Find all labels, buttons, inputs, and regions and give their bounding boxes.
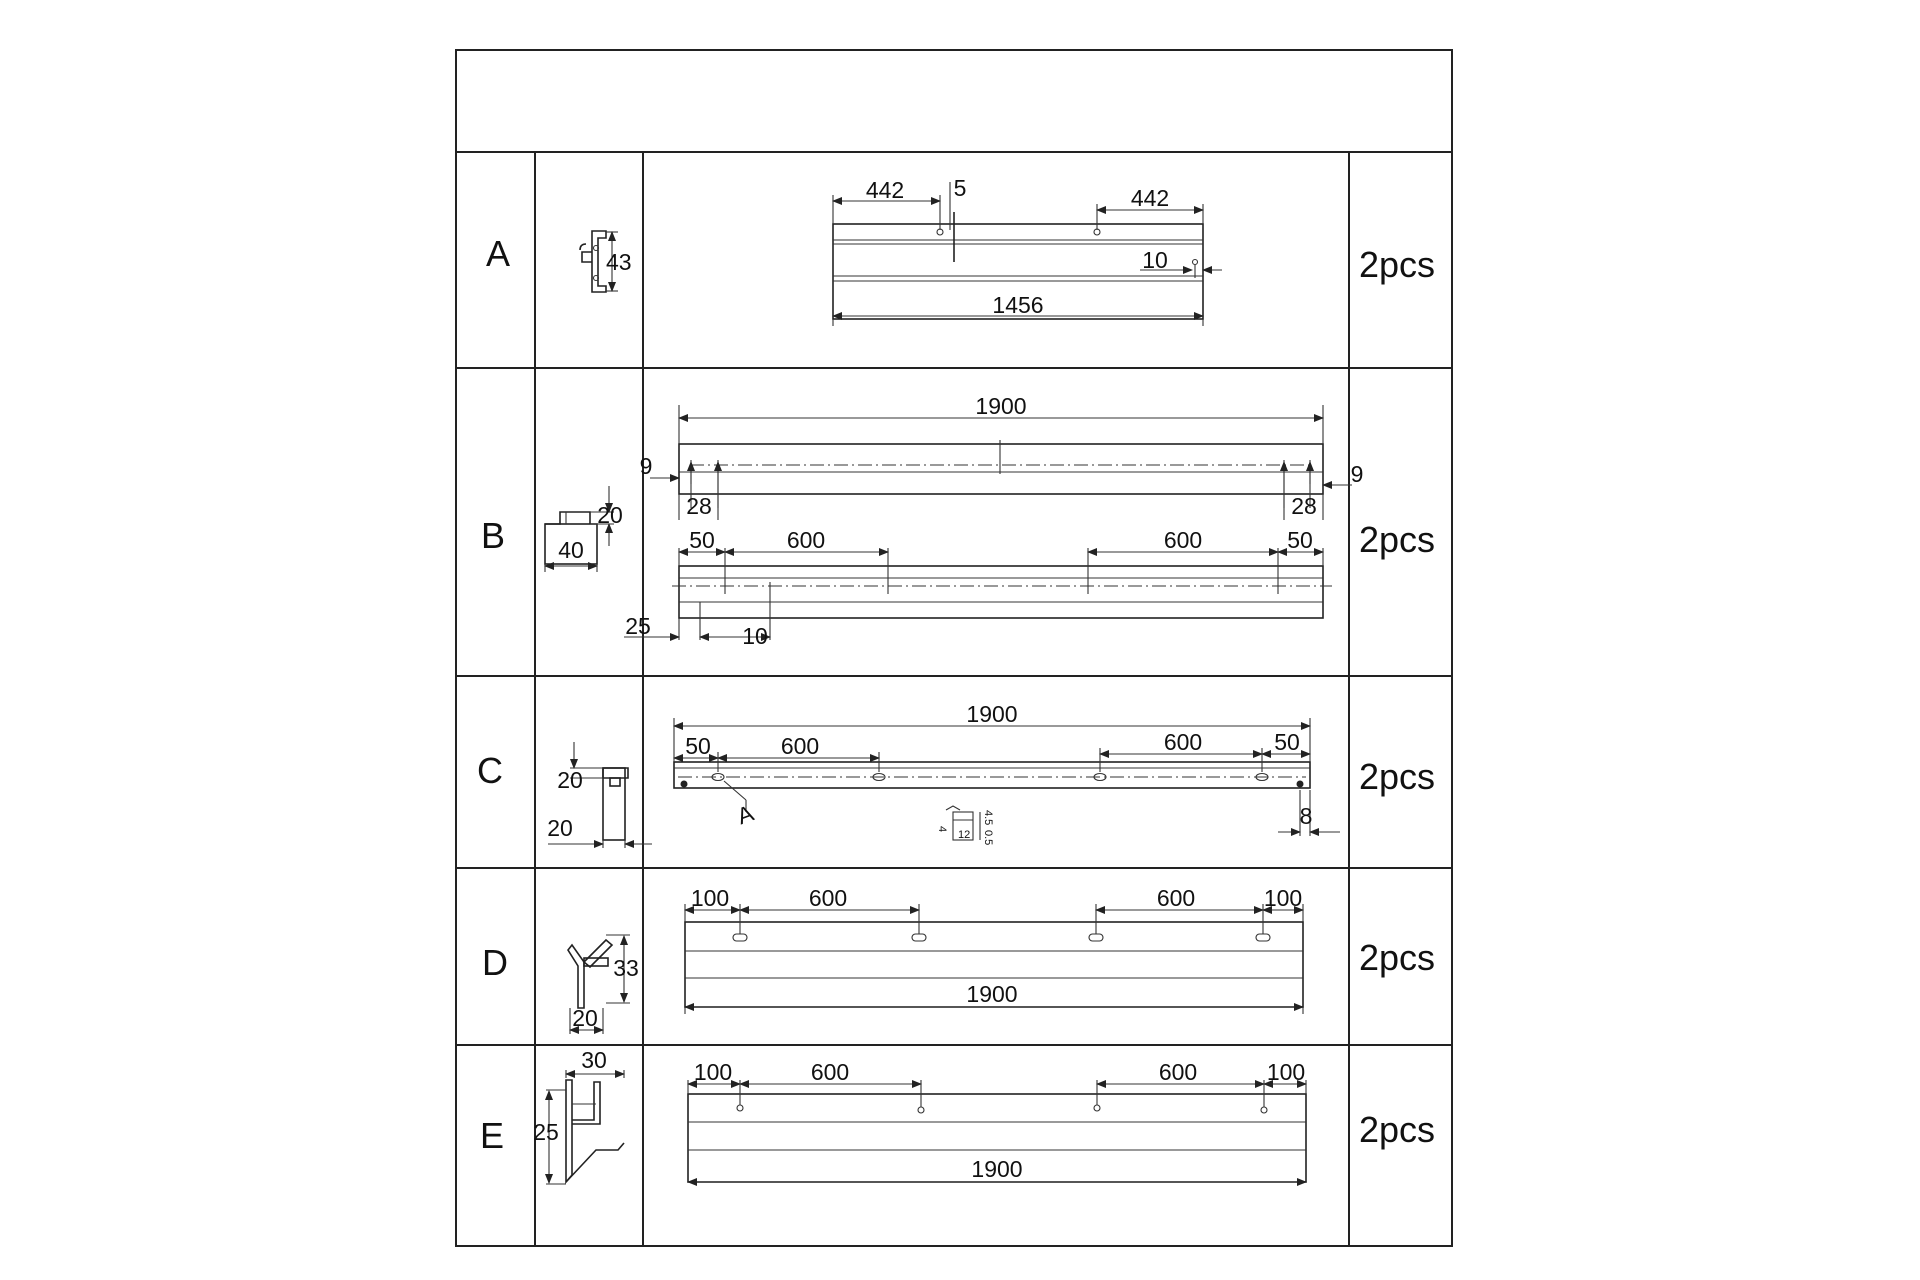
profile-dimension: 43	[606, 249, 632, 275]
dimension-label: 600	[809, 885, 847, 911]
profile-dimension: 20	[557, 767, 583, 793]
dimension-label: 600	[1157, 885, 1195, 911]
dimension-label: 100	[1264, 885, 1302, 911]
dimension-label: 100	[1267, 1059, 1305, 1085]
part-drawing: 1900 9 28 28 9	[624, 393, 1363, 649]
dimension-label: 10	[742, 623, 768, 649]
dimension-label: 442	[1131, 185, 1169, 211]
part-drawing: 100 600 600 100 1900	[687, 1059, 1307, 1186]
profile-dimension: 20	[547, 815, 573, 841]
profile-dimension: 33	[613, 955, 639, 981]
dimension-label: 1456	[992, 292, 1043, 318]
dimension-label: 50	[1287, 527, 1313, 553]
dimension-label: 50	[685, 733, 711, 759]
part-letter: B	[481, 515, 505, 556]
dimension-label: 1900	[966, 701, 1017, 727]
dimension-label: 442	[866, 177, 904, 203]
dimension-label: 50	[689, 527, 715, 553]
part-drawing: 1900 50 600 600 50 A 8	[673, 701, 1340, 836]
dimension-label: 600	[781, 733, 819, 759]
dimension-label: A	[734, 799, 758, 829]
detail-label: 4	[936, 826, 948, 832]
dimension-label: 600	[787, 527, 825, 553]
dimension-label: 25	[625, 613, 651, 639]
dimension-label: 9	[1351, 461, 1364, 487]
part-letter: C	[477, 750, 503, 791]
part-letter: A	[486, 233, 510, 274]
dimension-label: 100	[691, 885, 729, 911]
dimension-label: 600	[1164, 527, 1202, 553]
title-cell	[457, 51, 1451, 151]
dimension-label: 600	[811, 1059, 849, 1085]
dimension-label: 1900	[975, 393, 1026, 419]
profile-dimension: 20	[597, 502, 623, 528]
dimension-label: 9	[640, 453, 653, 479]
part-quantity: 2pcs	[1359, 519, 1435, 560]
part-row-e: E 2pcs 30 25	[480, 1047, 1435, 1186]
dimension-label: 8	[1300, 803, 1313, 829]
dimension-label: 28	[1291, 493, 1317, 519]
detail-label: 12	[958, 829, 970, 841]
part-row-a: A 2pcs 43 442	[486, 175, 1435, 326]
part-row-b: B 2pcs 20 40 1900 9	[481, 393, 1435, 649]
dimension-label: 28	[686, 493, 712, 519]
profile-section: 20 40	[544, 486, 623, 572]
parts-table-grid	[455, 49, 1453, 1247]
dimension-label: 1900	[971, 1156, 1022, 1182]
profile-dimension: 40	[558, 537, 584, 563]
hole-detail: 4 12 4.5 0.5	[936, 805, 994, 845]
profile-section: 33 20	[567, 934, 639, 1034]
part-quantity: 2pcs	[1359, 756, 1435, 797]
profile-section: 43	[579, 230, 632, 293]
detail-label: 4.5	[982, 810, 994, 825]
part-quantity: 2pcs	[1359, 1109, 1435, 1150]
dimension-label: 10	[1142, 247, 1168, 273]
dimension-label: 100	[694, 1059, 732, 1085]
profile-dimension: 20	[572, 1005, 598, 1031]
dimension-label: 50	[1274, 729, 1300, 755]
part-drawing: 442 5 442 10 1456	[832, 175, 1222, 326]
profile-dimension: 30	[581, 1047, 607, 1073]
part-letter: E	[480, 1115, 504, 1156]
dimension-label: 600	[1159, 1059, 1197, 1085]
dimension-label: 5	[954, 175, 967, 201]
part-quantity: 2pcs	[1359, 244, 1435, 285]
part-quantity: 2pcs	[1359, 937, 1435, 978]
part-drawing: 100 600 600 100 1900	[684, 885, 1304, 1014]
part-row-d: D 2pcs 33 20	[482, 885, 1435, 1034]
profile-section: 20 20	[547, 742, 652, 848]
part-letter: D	[482, 942, 508, 983]
dimension-label: 1900	[966, 981, 1017, 1007]
profile-dimension: 25	[533, 1119, 559, 1145]
dimension-label: 600	[1164, 729, 1202, 755]
part-row-c: C 2pcs 20 20	[477, 701, 1435, 848]
detail-label: 0.5	[982, 830, 994, 845]
profile-section: 30 25	[533, 1047, 625, 1185]
